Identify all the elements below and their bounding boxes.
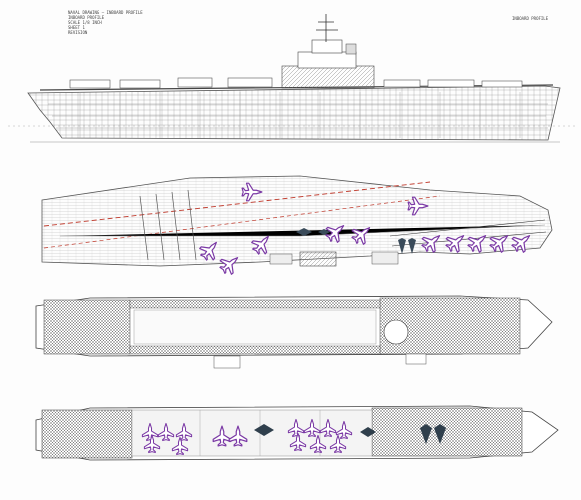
title-line-5: REVISION xyxy=(68,30,88,35)
aircraft-icon xyxy=(325,225,345,243)
sheet-label: INBOARD PROFILE xyxy=(512,16,549,21)
aircraft-icon xyxy=(199,241,217,261)
gallery-deck-plan-view xyxy=(35,295,553,369)
aircraft-icon xyxy=(171,436,189,456)
aircraft-icon xyxy=(335,420,353,440)
title-line-2: INBOARD PROFILE xyxy=(68,15,105,20)
title-line-4: SHEET 1 xyxy=(68,25,85,30)
aircraft-icon xyxy=(143,434,161,454)
aircraft-icon xyxy=(219,257,239,275)
arrester-wires xyxy=(139,189,197,261)
title-line-1: NAVAL DRAWING — INBOARD PROFILE xyxy=(68,10,143,15)
aircraft-icon xyxy=(319,418,337,438)
aircraft-icon xyxy=(329,434,347,454)
aircraft-icon xyxy=(289,432,307,452)
title-block: NAVAL DRAWING — INBOARD PROFILE INBOARD … xyxy=(68,10,143,35)
aircraft-icon xyxy=(241,182,263,202)
mast xyxy=(316,14,338,42)
hangar-void xyxy=(133,309,377,345)
aircraft-icon xyxy=(407,196,429,216)
aircraft-icon xyxy=(445,235,465,253)
aircraft-icon xyxy=(287,418,305,438)
aircraft-icon xyxy=(489,235,509,253)
aircraft-icon xyxy=(228,425,248,447)
aircraft-icon xyxy=(141,422,159,442)
angled-deck-centerline xyxy=(43,181,431,227)
aircraft-icon xyxy=(251,235,269,255)
flight-deck-outline xyxy=(41,175,553,267)
aircraft-icon xyxy=(351,227,371,245)
aircraft-icon xyxy=(303,418,321,438)
aircraft-icon xyxy=(309,434,327,454)
title-line-3: SCALE 1/8 INCH xyxy=(68,20,102,25)
aircraft-icon xyxy=(511,235,531,253)
hull-profile xyxy=(27,85,561,141)
aircraft-icon xyxy=(467,235,487,253)
aircraft-icon xyxy=(157,422,175,442)
island-plan xyxy=(299,251,337,267)
hangar-parked-aircraft xyxy=(254,424,446,444)
inboard-profile-view xyxy=(8,14,575,143)
flight-deck-plan-view xyxy=(41,175,553,267)
aircraft-icon xyxy=(421,235,441,253)
island-superstructure xyxy=(281,14,375,89)
aircraft-overlays xyxy=(141,182,531,456)
aircraft-icon xyxy=(175,422,193,442)
parked-aircraft-group xyxy=(296,228,416,254)
elevator-pit xyxy=(383,319,409,345)
